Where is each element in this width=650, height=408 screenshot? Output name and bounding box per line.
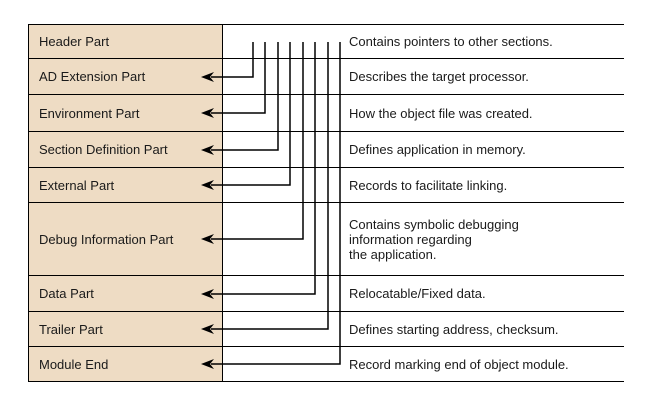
table-row-environment-part: Environment Part How the object file was… xyxy=(29,95,624,132)
part-description: Relocatable/Fixed data. xyxy=(349,286,486,301)
part-label-cell: External Part xyxy=(29,168,223,202)
table-row-header-part: Header Part Contains pointers to other s… xyxy=(29,25,624,59)
table-row-debug-information-part: Debug Information Part Contains symbolic… xyxy=(29,203,624,276)
part-description: Contains symbolic debugging information … xyxy=(349,216,519,262)
parts-table: Header Part Contains pointers to other s… xyxy=(28,24,624,382)
part-label-cell: Trailer Part xyxy=(29,312,223,346)
part-label: Debug Information Part xyxy=(39,231,174,247)
part-label: Trailer Part xyxy=(39,321,103,337)
part-label-cell: Section Definition Part xyxy=(29,132,223,167)
part-label: Module End xyxy=(39,356,109,372)
part-description: Describes the target processor. xyxy=(349,69,529,84)
part-label-cell: AD Extension Part xyxy=(29,59,223,94)
table-row-module-end: Module End Record marking end of object … xyxy=(29,347,624,381)
table-row-section-definition-part: Section Definition Part Defines applicat… xyxy=(29,132,624,168)
table-row-external-part: External Part Records to facilitate link… xyxy=(29,168,624,203)
part-description: Defines starting address, checksum. xyxy=(349,321,559,337)
part-description: How the object file was created. xyxy=(349,105,533,121)
part-label-cell: Module End xyxy=(29,347,223,381)
part-description: Record marking end of object module. xyxy=(349,356,569,372)
part-description: Contains pointers to other sections. xyxy=(349,34,553,49)
part-description: Defines application in memory. xyxy=(349,142,526,157)
table-row-ad-extension-part: AD Extension Part Describes the target p… xyxy=(29,59,624,95)
part-label: AD Extension Part xyxy=(39,69,146,84)
part-label: Section Definition Part xyxy=(39,142,168,157)
part-label: Environment Part xyxy=(39,105,140,121)
part-label: External Part xyxy=(39,177,115,193)
part-label: Header Part xyxy=(39,34,110,49)
part-description: Records to facilitate linking. xyxy=(349,177,508,193)
table-row-data-part: Data Part Relocatable/Fixed data. xyxy=(29,276,624,312)
part-label: Data Part xyxy=(39,286,94,301)
part-label-cell: Data Part xyxy=(29,276,223,311)
part-label-cell: Debug Information Part xyxy=(29,203,223,275)
part-label-cell: Environment Part xyxy=(29,95,223,131)
table-row-trailer-part: Trailer Part Defines starting address, c… xyxy=(29,312,624,347)
part-label-cell: Header Part xyxy=(29,25,223,58)
